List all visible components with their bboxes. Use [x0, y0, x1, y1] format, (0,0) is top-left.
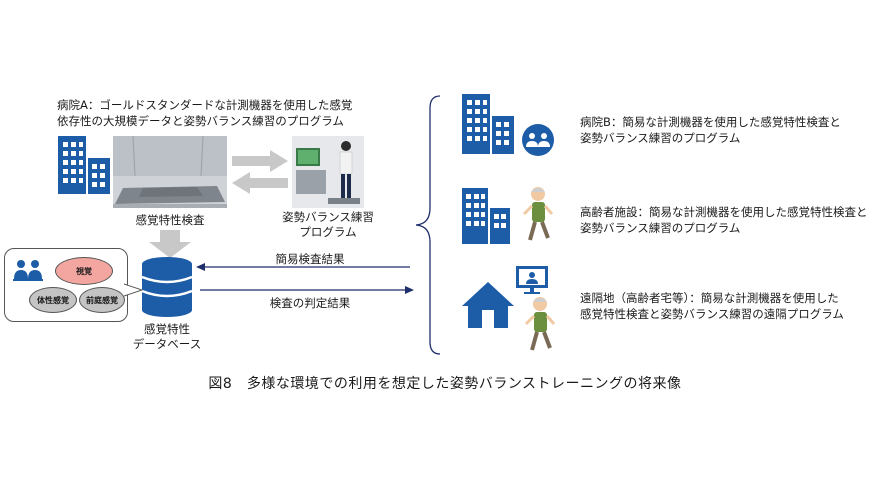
label-sensory-test: 感覚特性検査 — [135, 213, 205, 227]
arrow-label-judgement-result: 検査の判定結果 — [269, 296, 351, 310]
remote-home-icon — [462, 266, 556, 351]
hospital-b-icon — [462, 94, 554, 156]
down-arrow-icon — [149, 230, 191, 258]
figure-caption: 図8 多様な環境での利用を想定した姿勢バランストレーニングの将来像 — [208, 376, 682, 392]
site-remote-home-line2: 感覚特性検査と姿勢バランス練習の遠隔プログラム — [580, 307, 844, 321]
site-hospital-b-line1: 病院B：簡易な計測機器を使用した感覚特性検査と — [580, 115, 841, 129]
hospital-a-title-line1: 病院A：ゴールドスタンダードな計測機器を使用した感覚 — [57, 98, 353, 112]
building-icon — [58, 136, 110, 194]
arrow-right-icon — [200, 286, 414, 294]
exchange-arrows-icon — [232, 150, 288, 194]
site-hospital-b-line2: 姿勢バランス練習のプログラム — [580, 131, 741, 145]
ellipse-somatosensory: 体性感覚 — [29, 287, 77, 313]
ellipse-vestibular: 前庭感覚 — [79, 287, 125, 313]
site-remote-home-line1: 遠隔地（高齢者宅等）：簡易な計測機器を使用した — [580, 291, 839, 305]
curly-brace — [415, 95, 441, 355]
site-elderly-facility-line1: 高齢者施設：簡易な計測機器を使用した感覚特性検査と — [580, 205, 868, 219]
sensory-profile-bubble: 視覚 体性感覚 前庭感覚 — [4, 248, 128, 322]
sensory-test-photo — [113, 136, 227, 208]
balance-training-photo — [292, 136, 364, 208]
database-icon — [141, 257, 193, 317]
elderly-facility-icon — [462, 187, 554, 244]
hospital-a-title-line2: 依存性の大規模データと姿勢バランス練習のプログラム — [57, 114, 344, 128]
arrow-label-simple-result: 簡易検査結果 — [275, 252, 345, 266]
site-elderly-facility-line2: 姿勢バランス練習のプログラム — [580, 221, 741, 235]
label-balance-line2: プログラム — [299, 225, 357, 239]
people-icon — [13, 260, 43, 281]
label-balance-line1: 姿勢バランス練習 — [282, 210, 374, 224]
bubble-tail — [124, 283, 142, 297]
arrow-left-icon — [196, 263, 410, 271]
database-label-line2: データベース — [132, 337, 202, 351]
ellipse-visual: 視覚 — [55, 257, 113, 285]
database-label-line1: 感覚特性 — [144, 322, 190, 336]
